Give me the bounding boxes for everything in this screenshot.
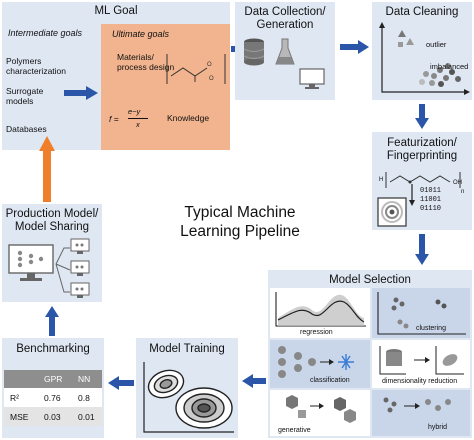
benchmarking-title: Benchmarking	[16, 343, 90, 355]
arrow-selection-to-training	[242, 374, 266, 388]
molecule-structure-icon	[385, 172, 461, 188]
shared-model-icon-2	[70, 260, 90, 276]
monitor-icon	[299, 68, 325, 89]
panel-dimensionality: dimensionality reduction	[372, 340, 470, 388]
panel-clustering-label: clustering	[416, 325, 446, 332]
intermediate-goals-label: Intermediate goals	[8, 28, 83, 38]
arrow-production-to-goal	[39, 136, 55, 202]
production-box: Production Model/ Model Sharing	[2, 204, 102, 302]
table-cell-r2-gpr: 0.76	[44, 393, 61, 403]
knowledge-label: Knowledge	[167, 113, 210, 123]
ml-goal-title: ML Goal	[94, 5, 138, 17]
polymer-structure-icon: O O	[166, 54, 226, 84]
arrow-training-to-benchmarking	[108, 376, 134, 390]
panel-classification: classification	[270, 340, 370, 388]
shared-model-icon-1	[70, 238, 90, 254]
ultimate-goals-panel: Ultimate goals Materials/ process design…	[101, 24, 230, 150]
panel-classification-label: classification	[310, 377, 350, 384]
panel-regression: regression	[270, 288, 370, 338]
goal-item-polymers: Polymers characterization	[6, 56, 67, 76]
imbalanced-label: imbalanced	[430, 62, 469, 71]
panel-regression-label: regression	[300, 329, 333, 336]
chem-oh-label: OH	[453, 180, 462, 186]
panel-hybrid-label: hybrid	[428, 424, 448, 431]
chem-n-label: n	[461, 189, 465, 195]
bit-row-3: 01110	[420, 205, 442, 213]
scatter-plot-icon	[379, 22, 470, 95]
panel-hybrid: hybrid	[372, 390, 470, 436]
production-title-2: Model Sharing	[14, 221, 90, 233]
model-training-box: Model Training	[136, 338, 238, 438]
panel-clustering: clustering	[372, 288, 470, 338]
table-cell-mse-gpr: 0.03	[44, 412, 61, 422]
table-cell-mse-nn: 0.01	[78, 412, 95, 422]
data-cleaning-box: Data Cleaning outlier imbalanced	[372, 2, 472, 100]
data-collection-title-2: Generation	[256, 19, 314, 31]
model-training-title: Model Training	[149, 343, 225, 355]
data-cleaning-title: Data Cleaning	[385, 6, 459, 18]
table-cell-r2-nn: 0.8	[78, 393, 90, 403]
table-header-gpr: GPR	[44, 374, 63, 384]
benchmark-table: GPR NN R² 0.76 0.8 MSE 0.03 0.01	[4, 370, 102, 426]
contour-plot-icon	[143, 362, 234, 433]
bit-row-1: 01011	[420, 187, 442, 195]
panel-dimensionality-label: dimensionality reduction	[382, 378, 458, 385]
formula-lhs: f =	[109, 114, 119, 124]
arrow-cleaning-to-featurization	[415, 104, 429, 129]
fingerprint-arrow	[409, 184, 415, 206]
bit-row-2: 11001	[420, 196, 442, 204]
clustering-plot-icon	[377, 292, 466, 335]
production-title-1: Production Model/	[5, 208, 99, 220]
ml-goal-box: ML Goal Intermediate goals Polymers char…	[2, 2, 230, 150]
database-icon	[243, 38, 265, 66]
model-selection-title: Model Selection	[329, 274, 411, 286]
materials-design-label: Materials/ process design	[117, 52, 175, 72]
arrow-collection-to-cleaning	[340, 40, 369, 54]
formula-denominator: x	[136, 120, 140, 129]
shared-model-icon-3	[70, 282, 90, 298]
panel-generative-label: generative	[278, 427, 311, 434]
featurization-title-1: Featurization/	[387, 137, 457, 149]
svg-text:O: O	[209, 76, 214, 82]
table-cell-r2: R²	[10, 393, 19, 403]
table-header-nn: NN	[78, 374, 91, 384]
goal-arrow	[64, 86, 98, 100]
flask-icon	[275, 38, 295, 65]
table-header-row	[4, 370, 102, 388]
outlier-label: outlier	[426, 40, 447, 49]
data-collection-box: Data Collection/ Generation	[235, 2, 335, 100]
goal-item-databases: Databases	[6, 124, 47, 134]
svg-text:O: O	[207, 62, 212, 68]
data-collection-title-1: Data Collection/	[244, 6, 326, 18]
fingerprint-icon	[377, 197, 407, 227]
regression-plot-icon	[275, 292, 366, 327]
featurization-box: Featurization/ Fingerprinting H OH n 010…	[372, 132, 472, 230]
hybrid-icon	[383, 397, 451, 413]
center-title-line-1: Typical Machine	[184, 204, 296, 221]
arrow-featurization-to-selection	[415, 234, 429, 265]
ultimate-goals-label: Ultimate goals	[112, 29, 170, 39]
table-cell-mse: MSE	[10, 412, 29, 422]
arrow-benchmarking-to-production	[45, 306, 59, 336]
center-title: Typical Machine Learning Pipeline	[150, 203, 330, 241]
chem-h-label: H	[379, 177, 384, 183]
center-title-line-2: Learning Pipeline	[180, 223, 300, 240]
generative-icon	[286, 395, 356, 423]
formula-numerator: e−y	[128, 107, 141, 116]
goal-item-surrogate: Surrogate models	[6, 86, 44, 106]
table-row	[4, 407, 102, 426]
model-selection-box: Model Selection regression clustering cl…	[268, 270, 472, 438]
dimensionality-reduction-icon	[379, 346, 464, 375]
panel-generative: generative	[270, 390, 370, 436]
network-classification-icon	[278, 346, 354, 378]
formula-bar	[128, 118, 148, 119]
featurization-title-2: Fingerprinting	[386, 150, 458, 162]
monitor-network-icon	[8, 244, 54, 281]
table-row	[4, 388, 102, 407]
benchmarking-box: Benchmarking GPR NN R² 0.76 0.8 MSE 0.03…	[2, 338, 104, 438]
share-connector	[55, 247, 71, 293]
